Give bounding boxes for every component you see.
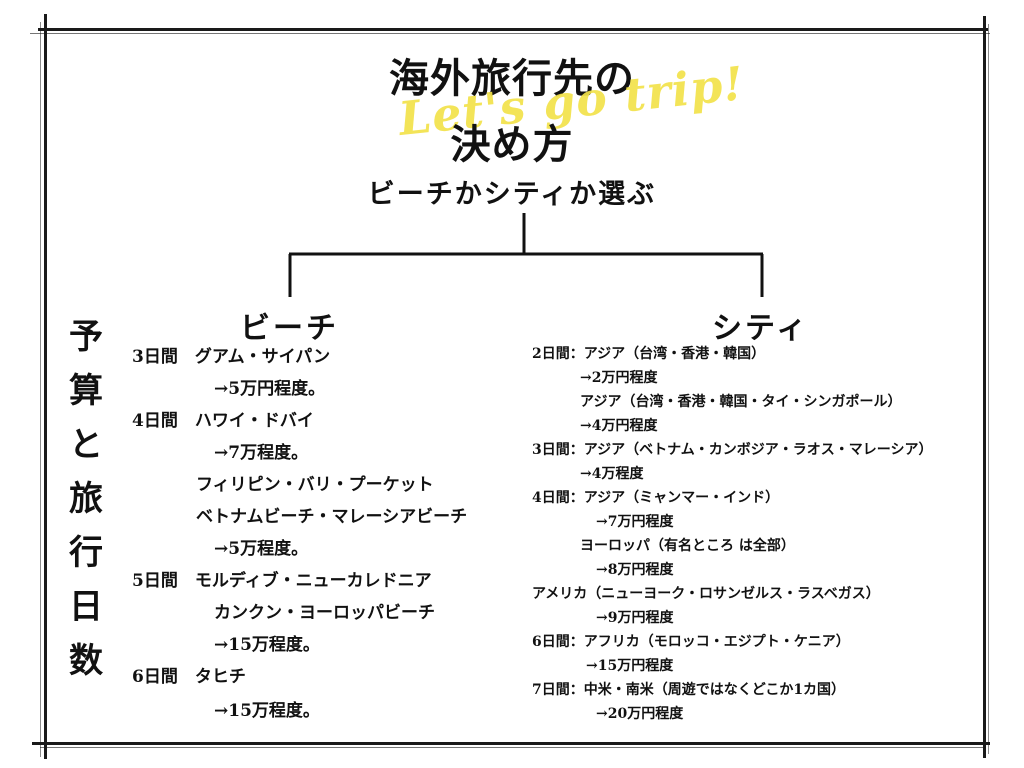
city-line: →4万程度 bbox=[580, 466, 644, 482]
city-line: →4万円程度 bbox=[580, 418, 658, 434]
city-line: →20万円程度 bbox=[596, 706, 684, 722]
side-label-char: と bbox=[69, 425, 103, 465]
beach-line: 6日間 タヒチ bbox=[132, 667, 246, 687]
city-line: アメリカ（ニューヨーク・ロサンゼルス・ラスベガス） bbox=[532, 586, 880, 602]
city-line: →9万円程度 bbox=[596, 610, 674, 626]
side-label-char: 日 bbox=[69, 587, 103, 627]
subtitle: ビーチかシティか選ぶ bbox=[367, 179, 657, 210]
city-line: →2万円程度 bbox=[580, 370, 658, 386]
frame-left-border-2 bbox=[40, 22, 41, 757]
frame-top-border bbox=[38, 28, 988, 31]
frame-right-border bbox=[983, 16, 986, 758]
side-label-char: 算 bbox=[69, 371, 103, 411]
city-line: 4日間：アジア（ミャンマー・インド） bbox=[532, 490, 780, 506]
frame-bottom-border-2 bbox=[40, 747, 985, 748]
beach-heading: ビーチ bbox=[240, 311, 339, 346]
side-label-char: 行 bbox=[69, 533, 103, 573]
city-line: →7万円程度 bbox=[596, 514, 674, 530]
side-label-char: 数 bbox=[69, 641, 103, 681]
city-line: 6日間：アフリカ（モロッコ・エジプト・ケニア） bbox=[532, 634, 850, 650]
side-label: 予 算 と 旅 行 日 数 bbox=[66, 310, 106, 688]
beach-line: →5万程度。 bbox=[214, 539, 309, 559]
city-line: →15万円程度 bbox=[586, 658, 674, 674]
beach-line: 4日間 ハワイ・ドバイ bbox=[132, 411, 314, 431]
beach-line: フィリピン・バリ・プーケット bbox=[196, 475, 434, 495]
city-line: →8万円程度 bbox=[596, 562, 674, 578]
title-line-2: 決め方 bbox=[450, 122, 574, 168]
frame-top-border-2 bbox=[30, 33, 990, 34]
city-line: 3日間：アジア（ベトナム・カンボジア・ラオス・マレーシア） bbox=[532, 442, 933, 458]
frame-bottom-border bbox=[32, 742, 990, 745]
beach-line: →7万程度。 bbox=[214, 443, 309, 463]
side-label-char: 予 bbox=[69, 317, 103, 357]
city-line: 7日間：中米・南米（周遊ではなくどこか1カ国） bbox=[532, 682, 846, 698]
beach-line: カンクン・ヨーロッパビーチ bbox=[214, 603, 435, 623]
city-heading: シティ bbox=[712, 311, 810, 346]
city-line: 2日間：アジア（台湾・香港・韓国） bbox=[532, 346, 766, 362]
frame-right-border-2 bbox=[988, 24, 989, 754]
city-line: アジア（台湾・香港・韓国・タイ・シンガポール） bbox=[580, 394, 902, 410]
beach-line: →15万程度。 bbox=[214, 635, 320, 655]
beach-line: →5万円程度。 bbox=[214, 379, 326, 399]
side-label-char: 旅 bbox=[69, 479, 103, 519]
beach-line: ベトナムビーチ・マレーシアビーチ bbox=[196, 507, 468, 527]
beach-line: 5日間 モルディブ・ニューカレドニア bbox=[132, 571, 432, 591]
beach-line: →15万程度。 bbox=[214, 701, 320, 721]
frame-left-border bbox=[44, 14, 47, 759]
city-line: ヨーロッパ（有名ところ は全部） bbox=[580, 538, 795, 554]
title-line-1: 海外旅行先の bbox=[389, 56, 635, 102]
beach-line: 3日間 グアム・サイパン bbox=[132, 347, 331, 367]
